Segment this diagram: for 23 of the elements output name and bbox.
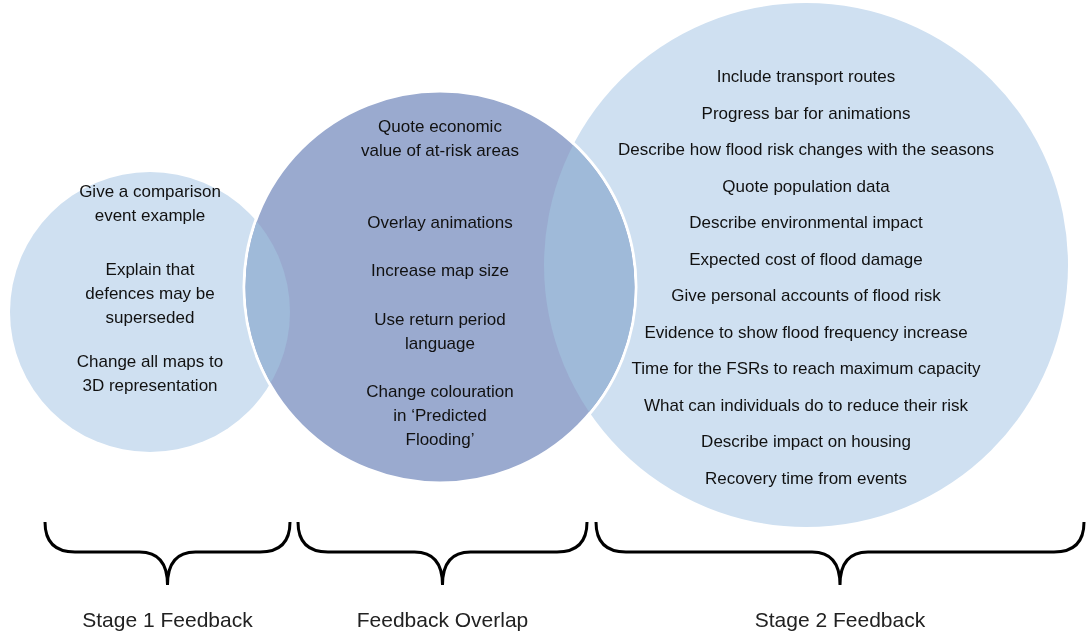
feedback-item: Time for the FSRs to reach maximum capacity — [630, 358, 982, 380]
feedback-item: Overlay animations — [366, 212, 514, 234]
group-label: Stage 2 Feedback — [754, 608, 926, 632]
group-label: Stage 1 Feedback — [82, 608, 253, 632]
feedback-item: Explain that defences may be superseded — [84, 259, 216, 329]
feedback-item: Describe how flood risk changes with the seasons — [616, 139, 996, 161]
feedback-item: Change colouration in ‘Predicted Flooding’ — [365, 381, 515, 451]
group-label: Feedback Overlap — [356, 608, 529, 632]
feedback-item: Include transport routes — [715, 66, 897, 88]
feedback-item: Describe environmental impact — [688, 212, 924, 234]
feedback-item: Evidence to show flood frequency increase — [643, 321, 969, 344]
feedback-item: Quote population data — [721, 175, 891, 198]
feedback-item: Use return period language — [373, 309, 507, 355]
feedback-item: Give personal accounts of flood risk — [670, 285, 942, 307]
feedback-item: Describe impact on housing — [700, 431, 912, 453]
feedback-item: Give a comparison event example — [78, 181, 222, 227]
feedback-item: Increase map size — [370, 260, 510, 282]
feedback-item: Recovery time from events — [703, 467, 909, 490]
feedback-item: Change all maps to 3D representation — [75, 351, 225, 397]
feedback-item: Progress bar for animations — [700, 102, 912, 125]
feedback-item: Quote economic value of at-risk areas — [360, 116, 520, 162]
feedback-item: What can individuals do to reduce their risk — [642, 394, 970, 417]
feedback-item: Expected cost of flood damage — [688, 248, 924, 271]
